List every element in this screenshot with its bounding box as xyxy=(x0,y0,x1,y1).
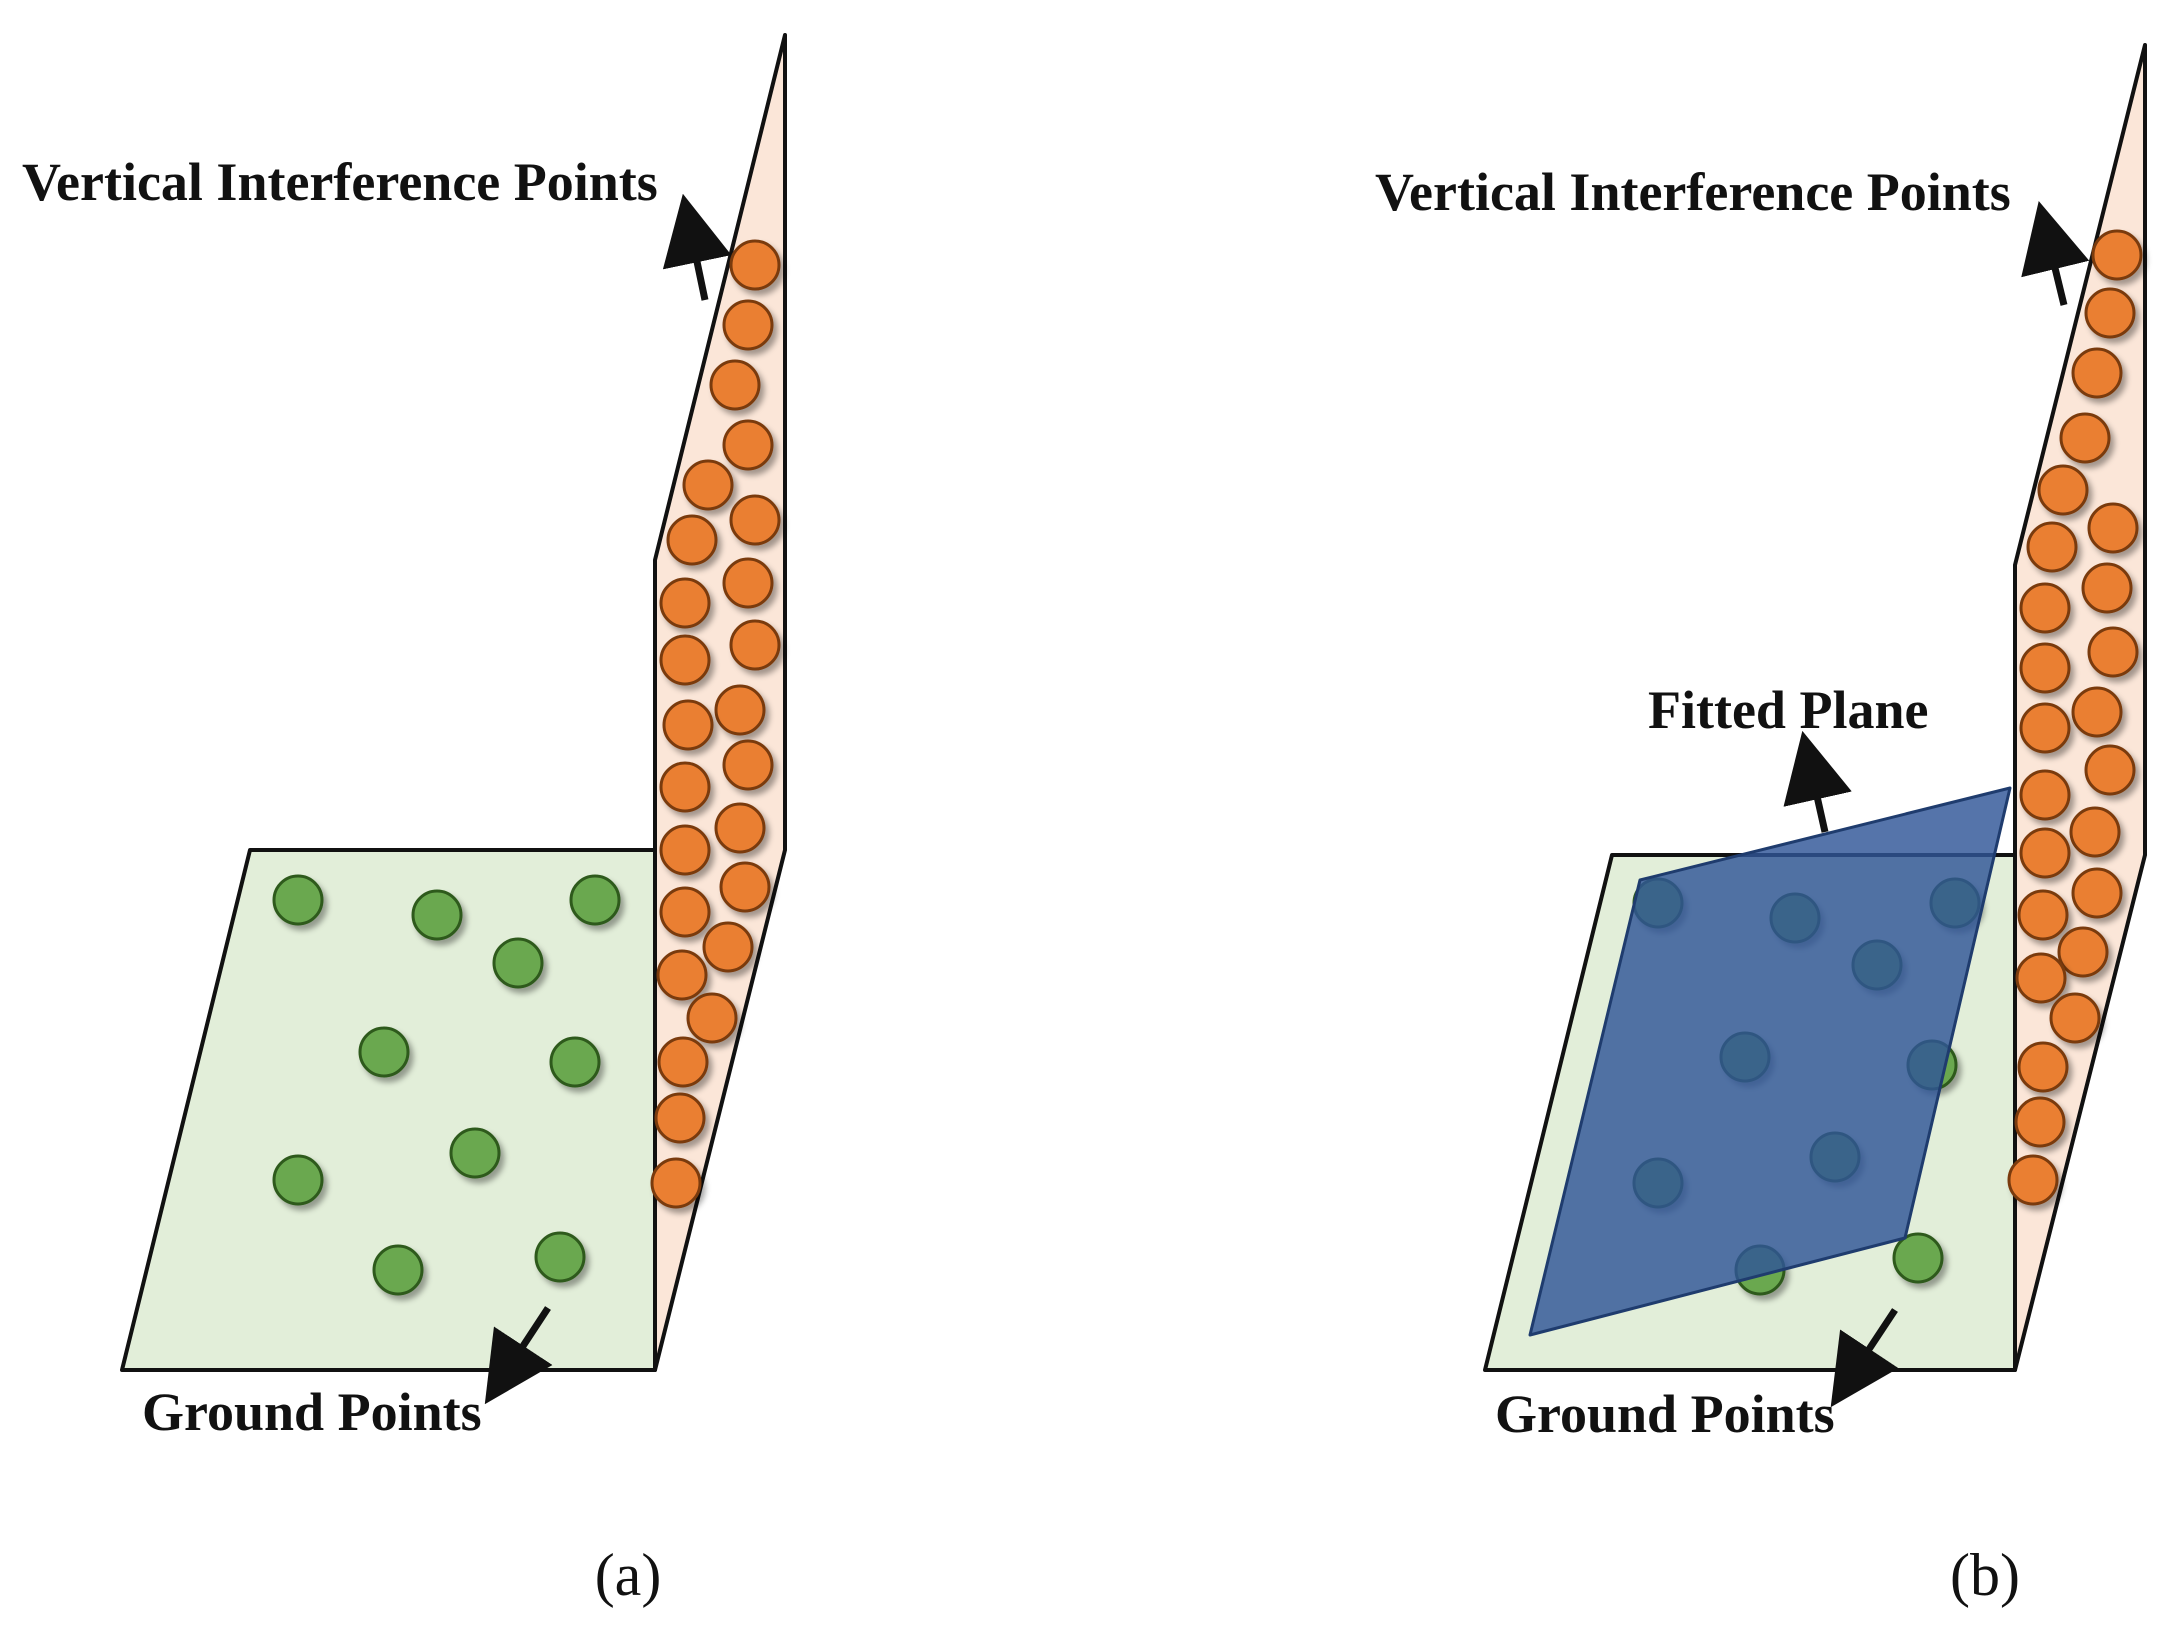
vertical-point xyxy=(2019,642,2071,694)
vertical-point xyxy=(657,1036,709,1088)
vertical-point xyxy=(2017,889,2069,941)
ground-point xyxy=(449,1127,501,1179)
vertical-point xyxy=(2091,229,2143,281)
vertical-point xyxy=(2071,867,2123,919)
vertical-point xyxy=(2059,412,2111,464)
ground-point xyxy=(492,937,544,989)
vertical-point xyxy=(2057,926,2109,978)
vertical-point xyxy=(2084,744,2136,796)
panel-b: Vertical Interference Points Fitted Plan… xyxy=(1375,43,2147,1608)
arrow-vertical-points xyxy=(662,193,732,301)
ground-point xyxy=(569,874,621,926)
panel-a: Vertical Interference Points Ground Poin… xyxy=(22,33,787,1608)
ground-point xyxy=(358,1026,410,1078)
vertical-point xyxy=(659,761,711,813)
arrow-ground-points xyxy=(1830,1308,1899,1408)
vertical-point xyxy=(729,494,781,546)
vertical-point xyxy=(719,861,771,913)
vertical-point xyxy=(2015,952,2067,1004)
vertical-point xyxy=(682,459,734,511)
label-vertical-interference-points: Vertical Interference Points xyxy=(1375,162,2011,222)
vertical-interference-points xyxy=(2007,229,2143,1206)
vertical-point xyxy=(702,921,754,973)
vertical-point xyxy=(662,699,714,751)
vertical-point xyxy=(722,557,774,609)
ground-point xyxy=(549,1036,601,1088)
label-ground-points: Ground Points xyxy=(1495,1384,1835,1444)
vertical-point xyxy=(2019,769,2071,821)
vertical-point xyxy=(722,299,774,351)
caption-b: (b) xyxy=(1950,1542,2020,1608)
caption-a: (a) xyxy=(595,1542,662,1608)
ground-point xyxy=(272,874,324,926)
vertical-point xyxy=(729,619,781,671)
ground-point xyxy=(534,1231,586,1283)
vertical-point xyxy=(2007,1154,2059,1206)
vertical-point xyxy=(709,359,761,411)
vertical-point xyxy=(2049,992,2101,1044)
arrow-ground-points xyxy=(484,1306,553,1405)
ground-points xyxy=(272,874,621,1296)
vertical-point xyxy=(2019,582,2071,634)
vertical-point xyxy=(2069,806,2121,858)
ground-point xyxy=(372,1244,424,1296)
arrow-fitted-plane xyxy=(1783,730,1852,833)
arrow-vertical-points xyxy=(2021,200,2090,306)
ground-point xyxy=(272,1154,324,1206)
ground-point xyxy=(411,889,463,941)
vertical-point xyxy=(659,824,711,876)
vertical-point xyxy=(2087,626,2139,678)
vertical-point xyxy=(2084,287,2136,339)
vertical-point xyxy=(2071,347,2123,399)
vertical-point xyxy=(2087,502,2139,554)
vertical-point xyxy=(2037,464,2089,516)
label-fitted-plane: Fitted Plane xyxy=(1648,680,1928,740)
vertical-point xyxy=(729,239,781,291)
vertical-point xyxy=(656,949,708,1001)
vertical-point xyxy=(2071,686,2123,738)
vertical-point xyxy=(722,419,774,471)
ground-point xyxy=(1892,1232,1944,1284)
vertical-point xyxy=(722,739,774,791)
vertical-point xyxy=(2017,1041,2069,1093)
vertical-point xyxy=(650,1157,702,1209)
label-ground-points: Ground Points xyxy=(142,1382,482,1442)
vertical-point xyxy=(2014,1096,2066,1148)
vertical-point xyxy=(2081,562,2133,614)
fitted-plane xyxy=(1528,786,2012,1337)
vertical-point xyxy=(714,684,766,736)
vertical-interference-points xyxy=(650,239,781,1209)
vertical-point xyxy=(714,802,766,854)
vertical-point xyxy=(659,577,711,629)
vertical-point xyxy=(2019,702,2071,754)
vertical-point xyxy=(659,886,711,938)
vertical-point xyxy=(686,992,738,1044)
vertical-point xyxy=(654,1092,706,1144)
vertical-point xyxy=(659,634,711,686)
vertical-point xyxy=(2026,521,2078,573)
vertical-point xyxy=(666,514,718,566)
label-vertical-interference-points: Vertical Interference Points xyxy=(22,152,658,212)
vertical-point xyxy=(2019,827,2071,879)
